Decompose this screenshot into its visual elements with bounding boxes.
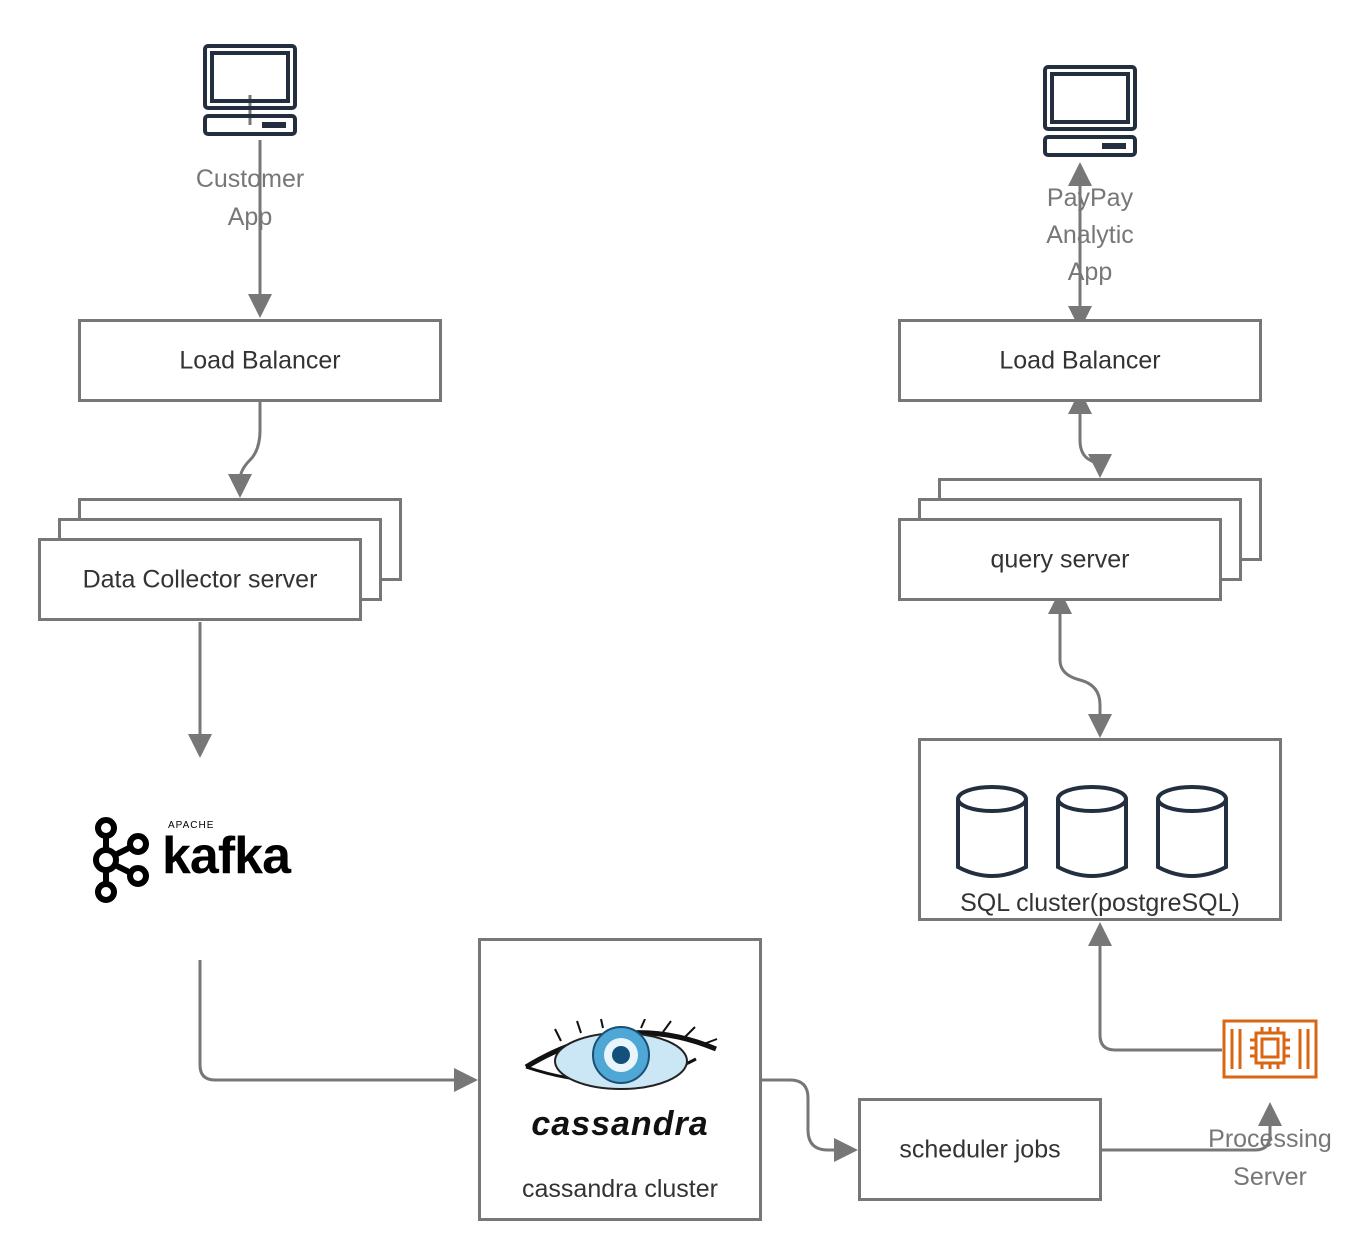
cassandra-eye-logo: [524, 1019, 718, 1090]
arrow-scheduler-to-processing: [1102, 1102, 1282, 1152]
processing-server-label: Processing Server: [1190, 1120, 1350, 1196]
database-cylinder-icon: [1056, 785, 1128, 878]
load-balancer-right-label: Load Balancer: [999, 346, 1161, 374]
analytic-app-label-line2: Analytic: [1046, 221, 1134, 249]
data-collector-label: Data Collector server: [82, 565, 318, 593]
load-balancer-left[interactable]: Load Balancer: [78, 319, 442, 402]
load-balancer-left-label: Load Balancer: [179, 346, 341, 374]
query-server[interactable]: query server: [898, 518, 1222, 601]
kafka-graph-icon: [93, 817, 149, 903]
query-server-label: query server: [990, 545, 1130, 573]
arrow-processing-to-sql: [1088, 922, 1222, 1052]
database-cylinder-icons: [956, 785, 1228, 878]
arrow-cassandra-to-scheduler: [762, 1078, 858, 1162]
cassandra-logo-text: cassandra: [531, 1105, 709, 1143]
cassandra-cluster[interactable]: cassandra cassandra cluster: [478, 938, 762, 1221]
kafka-logo-text: kafka: [162, 827, 291, 885]
load-balancer-right[interactable]: Load Balancer: [898, 319, 1262, 402]
arrow-lb-to-collector: [228, 402, 262, 498]
processing-server-label-line2: Server: [1233, 1163, 1307, 1191]
scheduler-jobs-label: scheduler jobs: [899, 1135, 1061, 1163]
sql-cluster-label: SQL cluster(postgreSQL): [960, 889, 1240, 917]
sql-cluster[interactable]: SQL cluster(postgreSQL): [918, 738, 1282, 921]
customer-app-label: Customer App: [170, 160, 330, 236]
processing-server-label-line1: Processing: [1208, 1125, 1332, 1153]
analytic-app-label-line3: App: [1067, 258, 1113, 286]
arrow-kafka-to-cassandra: [198, 960, 478, 1092]
cassandra-cluster-label: cassandra cluster: [522, 1175, 718, 1203]
kafka-apache-text: APACHE: [168, 820, 215, 831]
database-cylinder-icon: [1156, 785, 1228, 878]
kafka-logo: APACHE kafka: [92, 816, 314, 904]
analytic-app-label: PayPay Analytic App: [1010, 180, 1170, 291]
scheduler-jobs[interactable]: scheduler jobs: [858, 1098, 1102, 1201]
arrow-lb-to-query: [1068, 390, 1112, 478]
data-collector-server[interactable]: Data Collector server: [38, 538, 362, 621]
database-cylinder-icon: [956, 785, 1028, 878]
customer-app-label-line2: App: [227, 203, 273, 231]
arrow-query-to-sql: [1048, 590, 1112, 738]
analytic-app-label-line1: PayPay: [1046, 184, 1134, 212]
customer-app-label-line1: Customer: [195, 165, 305, 193]
